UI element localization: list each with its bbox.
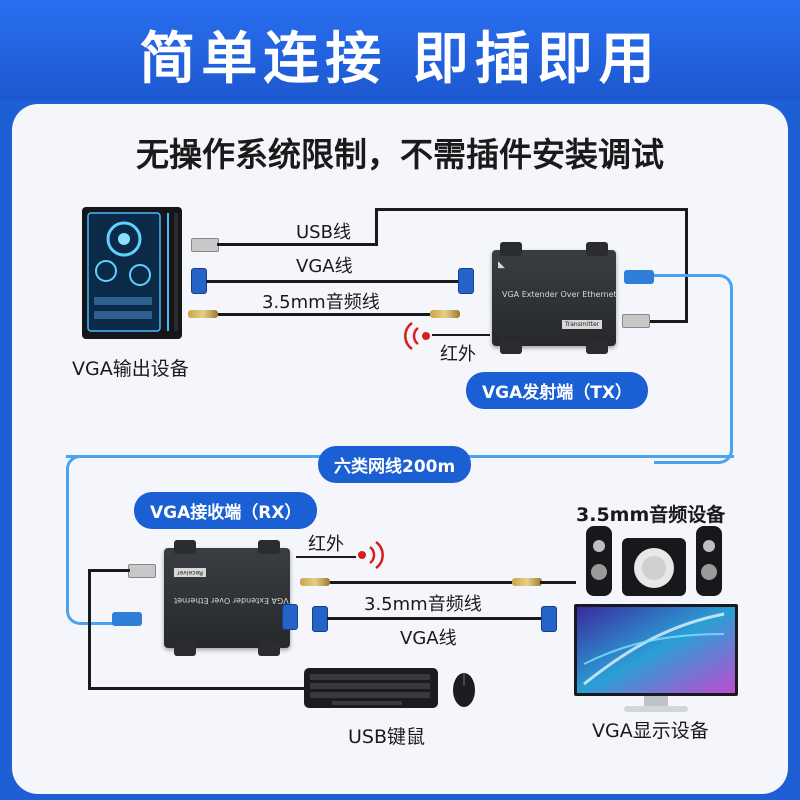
vga-connector-icon: [541, 606, 557, 632]
usb-plug-icon: [128, 564, 156, 578]
audio-cable-label: 3.5mm音频线: [364, 594, 482, 615]
rj45-connector-icon: [624, 270, 654, 284]
usb-plug-icon: [622, 314, 650, 328]
audio-cable-line: [218, 313, 430, 316]
usb-plug-icon: [191, 238, 219, 252]
rx-extender-device: Receiver VGA Extender Over Ethernet: [164, 540, 290, 656]
audio-cable-line: [540, 581, 576, 584]
usb-cable-line: [217, 243, 377, 246]
tx-box-tag: Transmitter: [562, 320, 603, 329]
usb-cable-line: [88, 687, 306, 690]
usb-cable-label: USB线: [296, 222, 351, 243]
vga-port-icon: [282, 604, 298, 630]
infrared-line: [296, 556, 356, 558]
audio-cable-line: [330, 581, 512, 584]
usb-kbm-label: USB键鼠: [348, 726, 426, 748]
brand-logo-icon: ◣: [498, 260, 505, 270]
pc-tower-icon: [82, 207, 182, 339]
vga-cable-label: VGA线: [400, 628, 457, 649]
usb-cable-line: [685, 208, 688, 323]
audio-device-label: 3.5mm音频设备: [576, 504, 726, 526]
infrared-line: [432, 334, 490, 336]
usb-cable-line: [88, 569, 91, 689]
rx-box-tag: Receiver: [174, 568, 206, 577]
audio-jack-icon: [188, 310, 218, 318]
vga-cable-label: VGA线: [296, 256, 353, 277]
network-cable-line: [66, 455, 129, 625]
infrared-label: 红外: [440, 344, 476, 365]
usb-cable-line: [88, 569, 130, 572]
vga-connector-icon: [312, 606, 328, 632]
infrared-signal-icon: [358, 540, 384, 570]
audio-jack-icon: [430, 310, 460, 318]
usb-cable-line: [375, 208, 687, 211]
subtitle: 无操作系统限制，不需插件安装调试: [136, 135, 664, 174]
audio-cable-label: 3.5mm音频线: [262, 292, 380, 313]
vga-connector-icon: [191, 268, 207, 294]
usb-cable-line: [375, 208, 378, 246]
audio-jack-icon: [512, 578, 542, 586]
vga-cable-line: [206, 280, 458, 283]
usb-cable-line: [648, 320, 688, 323]
keyboard-mouse-icon: [304, 668, 475, 708]
infrared-signal-icon: [404, 322, 430, 350]
speaker-set-icon: [586, 526, 722, 596]
audio-jack-icon: [300, 578, 330, 586]
tx-extender-device: ◣ VGA Extender Over Ethernet Transmitter: [492, 242, 617, 354]
rj45-connector-icon: [112, 612, 142, 626]
vga-cable-line: [327, 617, 541, 620]
source-device-label: VGA输出设备: [72, 358, 189, 380]
vga-monitor-icon: [574, 604, 738, 712]
tx-label-badge: VGA发射端（TX）: [466, 372, 648, 409]
rx-box-text: VGA Extender Over Ethernet: [174, 596, 289, 605]
vga-connector-icon: [458, 268, 474, 294]
network-cable-badge: 六类网线200m: [318, 446, 472, 483]
page-title: 简单连接 即插即用: [139, 27, 661, 92]
rx-label-badge: VGA接收端（RX）: [134, 492, 318, 529]
tx-box-text: VGA Extender Over Ethernet: [502, 290, 617, 299]
display-device-label: VGA显示设备: [592, 720, 709, 742]
infrared-label: 红外: [308, 534, 344, 555]
network-cable-line: [654, 274, 733, 464]
hero-banner: 简单连接 即插即用: [0, 0, 800, 100]
